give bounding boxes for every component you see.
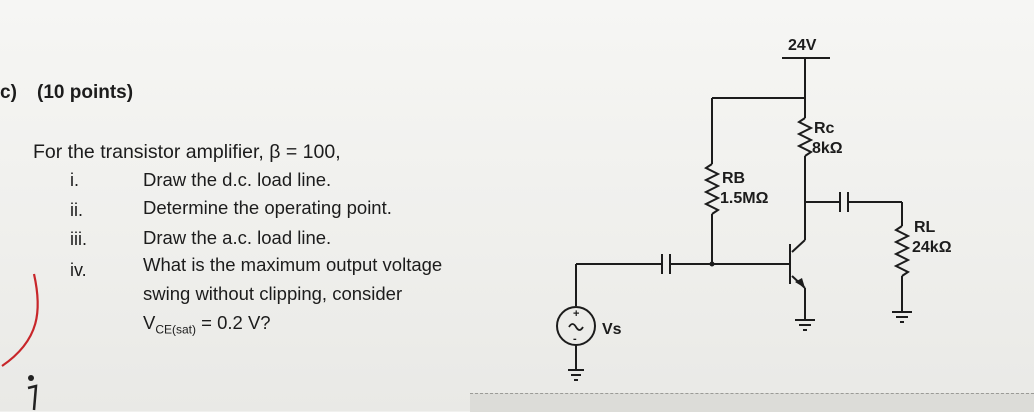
question-label: c) (0, 82, 17, 103)
rc-name: Rc (814, 120, 835, 137)
vce-subscript: CE(sat) (155, 322, 197, 337)
source-minus: - (573, 333, 577, 345)
rc-resistor (796, 117, 814, 157)
amplifier-circuit: + - 24V Rc 8kΩ RB 1.5MΩ RL 24kΩ Vs (556, 37, 952, 381)
rb-value: 1.5MΩ (720, 190, 769, 207)
question-points: (10 points) (37, 82, 134, 103)
source-plus: + (573, 308, 579, 320)
item-text-2: Determine the operating point. (143, 197, 392, 218)
item-number-2: ii. (70, 200, 83, 220)
ink-mark (27, 375, 38, 411)
question-intro: For the transistor amplifier, β = 100, (33, 141, 341, 163)
rl-value: 24kΩ (912, 239, 952, 256)
item-number-3: iii. (70, 229, 87, 249)
vce-symbol: V (143, 312, 156, 333)
page-edge (470, 393, 1034, 412)
item-text-1: Draw the d.c. load line. (143, 169, 332, 190)
rl-resistor (893, 225, 911, 277)
emitter-arrow (795, 278, 805, 288)
red-pen-mark (1, 273, 39, 367)
vce-value: = 0.2 V? (196, 312, 271, 333)
rc-value: 8kΩ (812, 140, 843, 157)
item-text-4-line-3: VCE(sat) = 0.2 V? (143, 312, 271, 337)
item-text-3: Draw the a.c. load line. (143, 227, 332, 248)
rb-name: RB (722, 170, 745, 187)
source-label: Vs (602, 321, 622, 338)
transistor-collector (791, 239, 806, 253)
supply-label: 24V (788, 37, 817, 54)
rb-resistor (703, 163, 721, 215)
item-text-4-line-2: swing without clipping, consider (143, 283, 403, 304)
item-number-1: i. (70, 170, 79, 190)
source-sine (568, 323, 584, 331)
item-number-4: iv. (70, 260, 87, 280)
rl-name: RL (914, 219, 936, 236)
base-node (709, 261, 715, 267)
item-text-4-line-1: What is the maximum output voltage (143, 254, 443, 275)
